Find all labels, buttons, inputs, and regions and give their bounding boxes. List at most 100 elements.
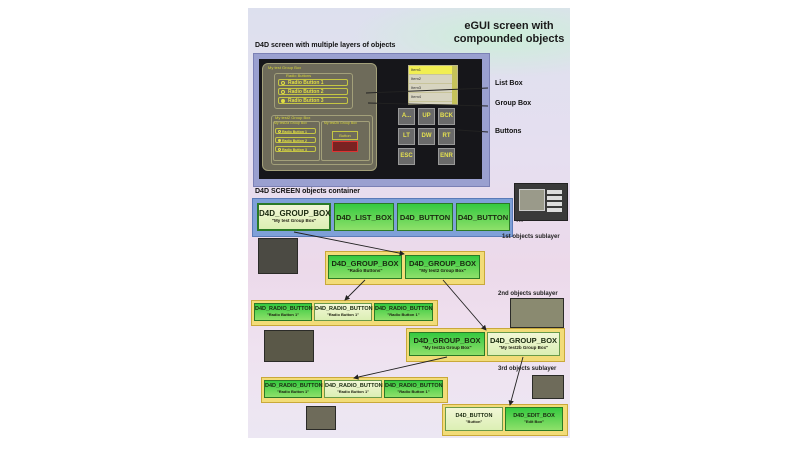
test2a-preview — [306, 406, 336, 430]
key-button-right[interactable]: RT — [438, 128, 455, 145]
layer-2-radio-node[interactable]: D4D_RADIO_BUTTON "Radio Button 1" — [254, 303, 313, 321]
thumbnail-screen — [519, 189, 545, 211]
callout-line-group-box — [367, 102, 489, 107]
sublayer-2-label: 2nd objects sublayer — [498, 291, 558, 297]
node-type: D4D_BUTTON — [457, 213, 509, 222]
list-scrollbar[interactable] — [452, 66, 457, 104]
callout-buttons: Buttons — [495, 128, 522, 135]
radio-button-1[interactable]: Radio Button 1 — [278, 79, 348, 86]
radio-label: Radio Button 1 — [288, 80, 324, 86]
node-type: D4D_EDIT_BOX — [513, 413, 555, 419]
node-caption: "Radio Button 1" — [387, 312, 420, 317]
node-type: D4D_GROUP_BOX — [413, 336, 481, 345]
node-caption: "My test2 Group Box" — [419, 268, 466, 273]
connector-arrow — [442, 279, 487, 331]
layer-1-node-test2-group[interactable]: D4D_GROUP_BOX "My test2 Group Box" — [405, 255, 480, 279]
node-type: D4D_GROUP_BOX — [408, 259, 477, 268]
node-type: D4D_BUTTON — [399, 213, 451, 222]
node-caption: "Radio Button 1" — [266, 312, 300, 317]
radio-indicator — [281, 81, 285, 85]
node-caption: "Radio Button 1" — [397, 389, 430, 394]
sublayer-3-label: 3rd objects sublayer — [498, 366, 557, 372]
radio-indicator — [278, 139, 281, 142]
radio-indicator — [281, 90, 285, 94]
key-button-enter[interactable]: ENR — [438, 148, 455, 165]
diagram-panel: eGUI screen with compounded objects D4D … — [248, 8, 570, 438]
radio-group-title: Radio Buttons — [286, 73, 312, 78]
screen-edit-box[interactable] — [332, 141, 358, 152]
small-radio-3[interactable]: Radio Button 3 — [275, 146, 316, 152]
test2-group-title: My test2 Group Box — [275, 115, 311, 120]
radio-label: Radio Button 3 — [282, 148, 307, 152]
radio-label: Radio Button 3 — [288, 98, 324, 104]
key-button-back[interactable]: BCK — [438, 108, 455, 125]
node-caption: "My test2a Group Box" — [422, 345, 472, 350]
radio-button-3[interactable]: Radio Button 3 — [278, 97, 348, 104]
node-caption: "Button" — [465, 419, 483, 424]
list-item[interactable]: Item1 — [409, 66, 457, 75]
connector-arrows — [293, 87, 524, 406]
screen-caption: D4D screen with multiple layers of objec… — [255, 42, 396, 49]
layer-3-radio-node[interactable]: D4D_RADIO_BUTTON "Radio Button 1" — [384, 380, 443, 398]
layer-3-node-edit-box[interactable]: D4D_EDIT_BOX "Edit Box" — [505, 407, 563, 431]
test2b-group-title: My test2b Group Box — [324, 121, 357, 125]
radio-label: Radio Button 1 — [282, 130, 307, 134]
small-radio-1[interactable]: Radio Button 1 — [275, 128, 316, 134]
container-node-button[interactable]: D4D_BUTTON — [397, 203, 453, 231]
node-type: D4D_GROUP_BOX — [331, 259, 399, 268]
node-type: D4D_GROUP_BOX — [259, 209, 331, 218]
connector-arrow — [508, 356, 524, 406]
callout-list-box: List Box — [495, 80, 523, 87]
container-caption: D4D SCREEN objects container — [255, 188, 361, 195]
more-objects-ellipsis: ••• — [516, 218, 524, 225]
layer-3-radio-node[interactable]: D4D_RADIO_BUTTON "Radio Button 1" — [264, 380, 323, 398]
container-node-group-box[interactable]: D4D_GROUP_BOX "My test Group Box" — [257, 203, 331, 231]
node-caption: "My test Group Box" — [271, 218, 317, 223]
layer-1-preview — [258, 238, 298, 274]
key-button-up[interactable]: UP — [418, 108, 435, 125]
node-type: D4D_RADIO_BUTTON — [265, 383, 323, 389]
key-button-down[interactable]: DW — [418, 128, 435, 145]
layer-2-radio-node[interactable]: D4D_RADIO_BUTTON "Radio Button 1" — [374, 303, 433, 321]
layer-2-node-test2a-group[interactable]: D4D_GROUP_BOX "My test2a Group Box" — [409, 332, 485, 356]
layer-1-node-radio-group[interactable]: D4D_GROUP_BOX "Radio Buttons" — [328, 255, 402, 279]
layer-3-radio-node[interactable]: D4D_RADIO_BUTTON "Radio Button 1" — [324, 380, 383, 398]
list-item[interactable]: Item2 — [409, 75, 457, 84]
layer-2-node-test2b-group[interactable]: D4D_GROUP_BOX "My test2b Group Box" — [487, 332, 560, 356]
container-node-list-box[interactable]: D4D_LIST_BOX — [334, 203, 394, 231]
list-item[interactable]: Item3 — [409, 84, 457, 93]
node-type: D4D_GROUP_BOX — [489, 336, 558, 345]
layer-3-node-button[interactable]: D4D_BUTTON "Button" — [445, 407, 503, 431]
node-caption: "My test2b Group Box" — [498, 345, 549, 350]
node-type: D4D_RADIO_BUTTON — [315, 306, 373, 312]
list-item[interactable]: Item4 — [409, 93, 457, 102]
container-node-button[interactable]: D4D_BUTTON — [456, 203, 510, 231]
radio-indicator — [278, 130, 281, 133]
outer-group-title: My test Group Box — [268, 65, 302, 70]
radio-indicator — [281, 99, 285, 103]
key-button-menu[interactable]: A... — [398, 108, 415, 125]
radio-label: Radio Button 2 — [288, 89, 324, 95]
sublayer-1-label: 1st objects sublayer — [502, 234, 560, 240]
layer-3-preview — [532, 375, 564, 399]
key-button-left[interactable]: LT — [398, 128, 415, 145]
node-caption: "Radio Button 1" — [276, 389, 310, 394]
diagram-title: eGUI screen with compounded objects — [453, 20, 565, 45]
connector-arrow — [293, 231, 405, 256]
radio-button-2[interactable]: Radio Button 2 — [278, 88, 348, 95]
node-type: D4D_RADIO_BUTTON — [325, 383, 383, 389]
callout-line-buttons — [457, 129, 489, 133]
screen-list-box[interactable]: Item1 Item2 Item3 Item4 — [408, 65, 458, 105]
small-radio-2[interactable]: Radio Button 2 — [275, 137, 316, 143]
screen-button[interactable]: Button — [332, 131, 358, 140]
key-button-escape[interactable]: ESC — [398, 148, 415, 165]
node-caption: "Edit Box" — [523, 419, 544, 424]
connector-arrow — [353, 356, 448, 380]
node-caption: "Radio Button 1" — [336, 389, 370, 394]
test2a-group-title: My test2a Group Box — [274, 121, 307, 125]
callout-group-box: Group Box — [495, 100, 532, 107]
callout-line-list-box — [365, 87, 489, 94]
layer-2-radio-node[interactable]: D4D_RADIO_BUTTON "Radio Button 1" — [314, 303, 373, 321]
node-type: D4D_LIST_BOX — [336, 213, 392, 222]
radio-label: Radio Button 2 — [282, 139, 307, 143]
